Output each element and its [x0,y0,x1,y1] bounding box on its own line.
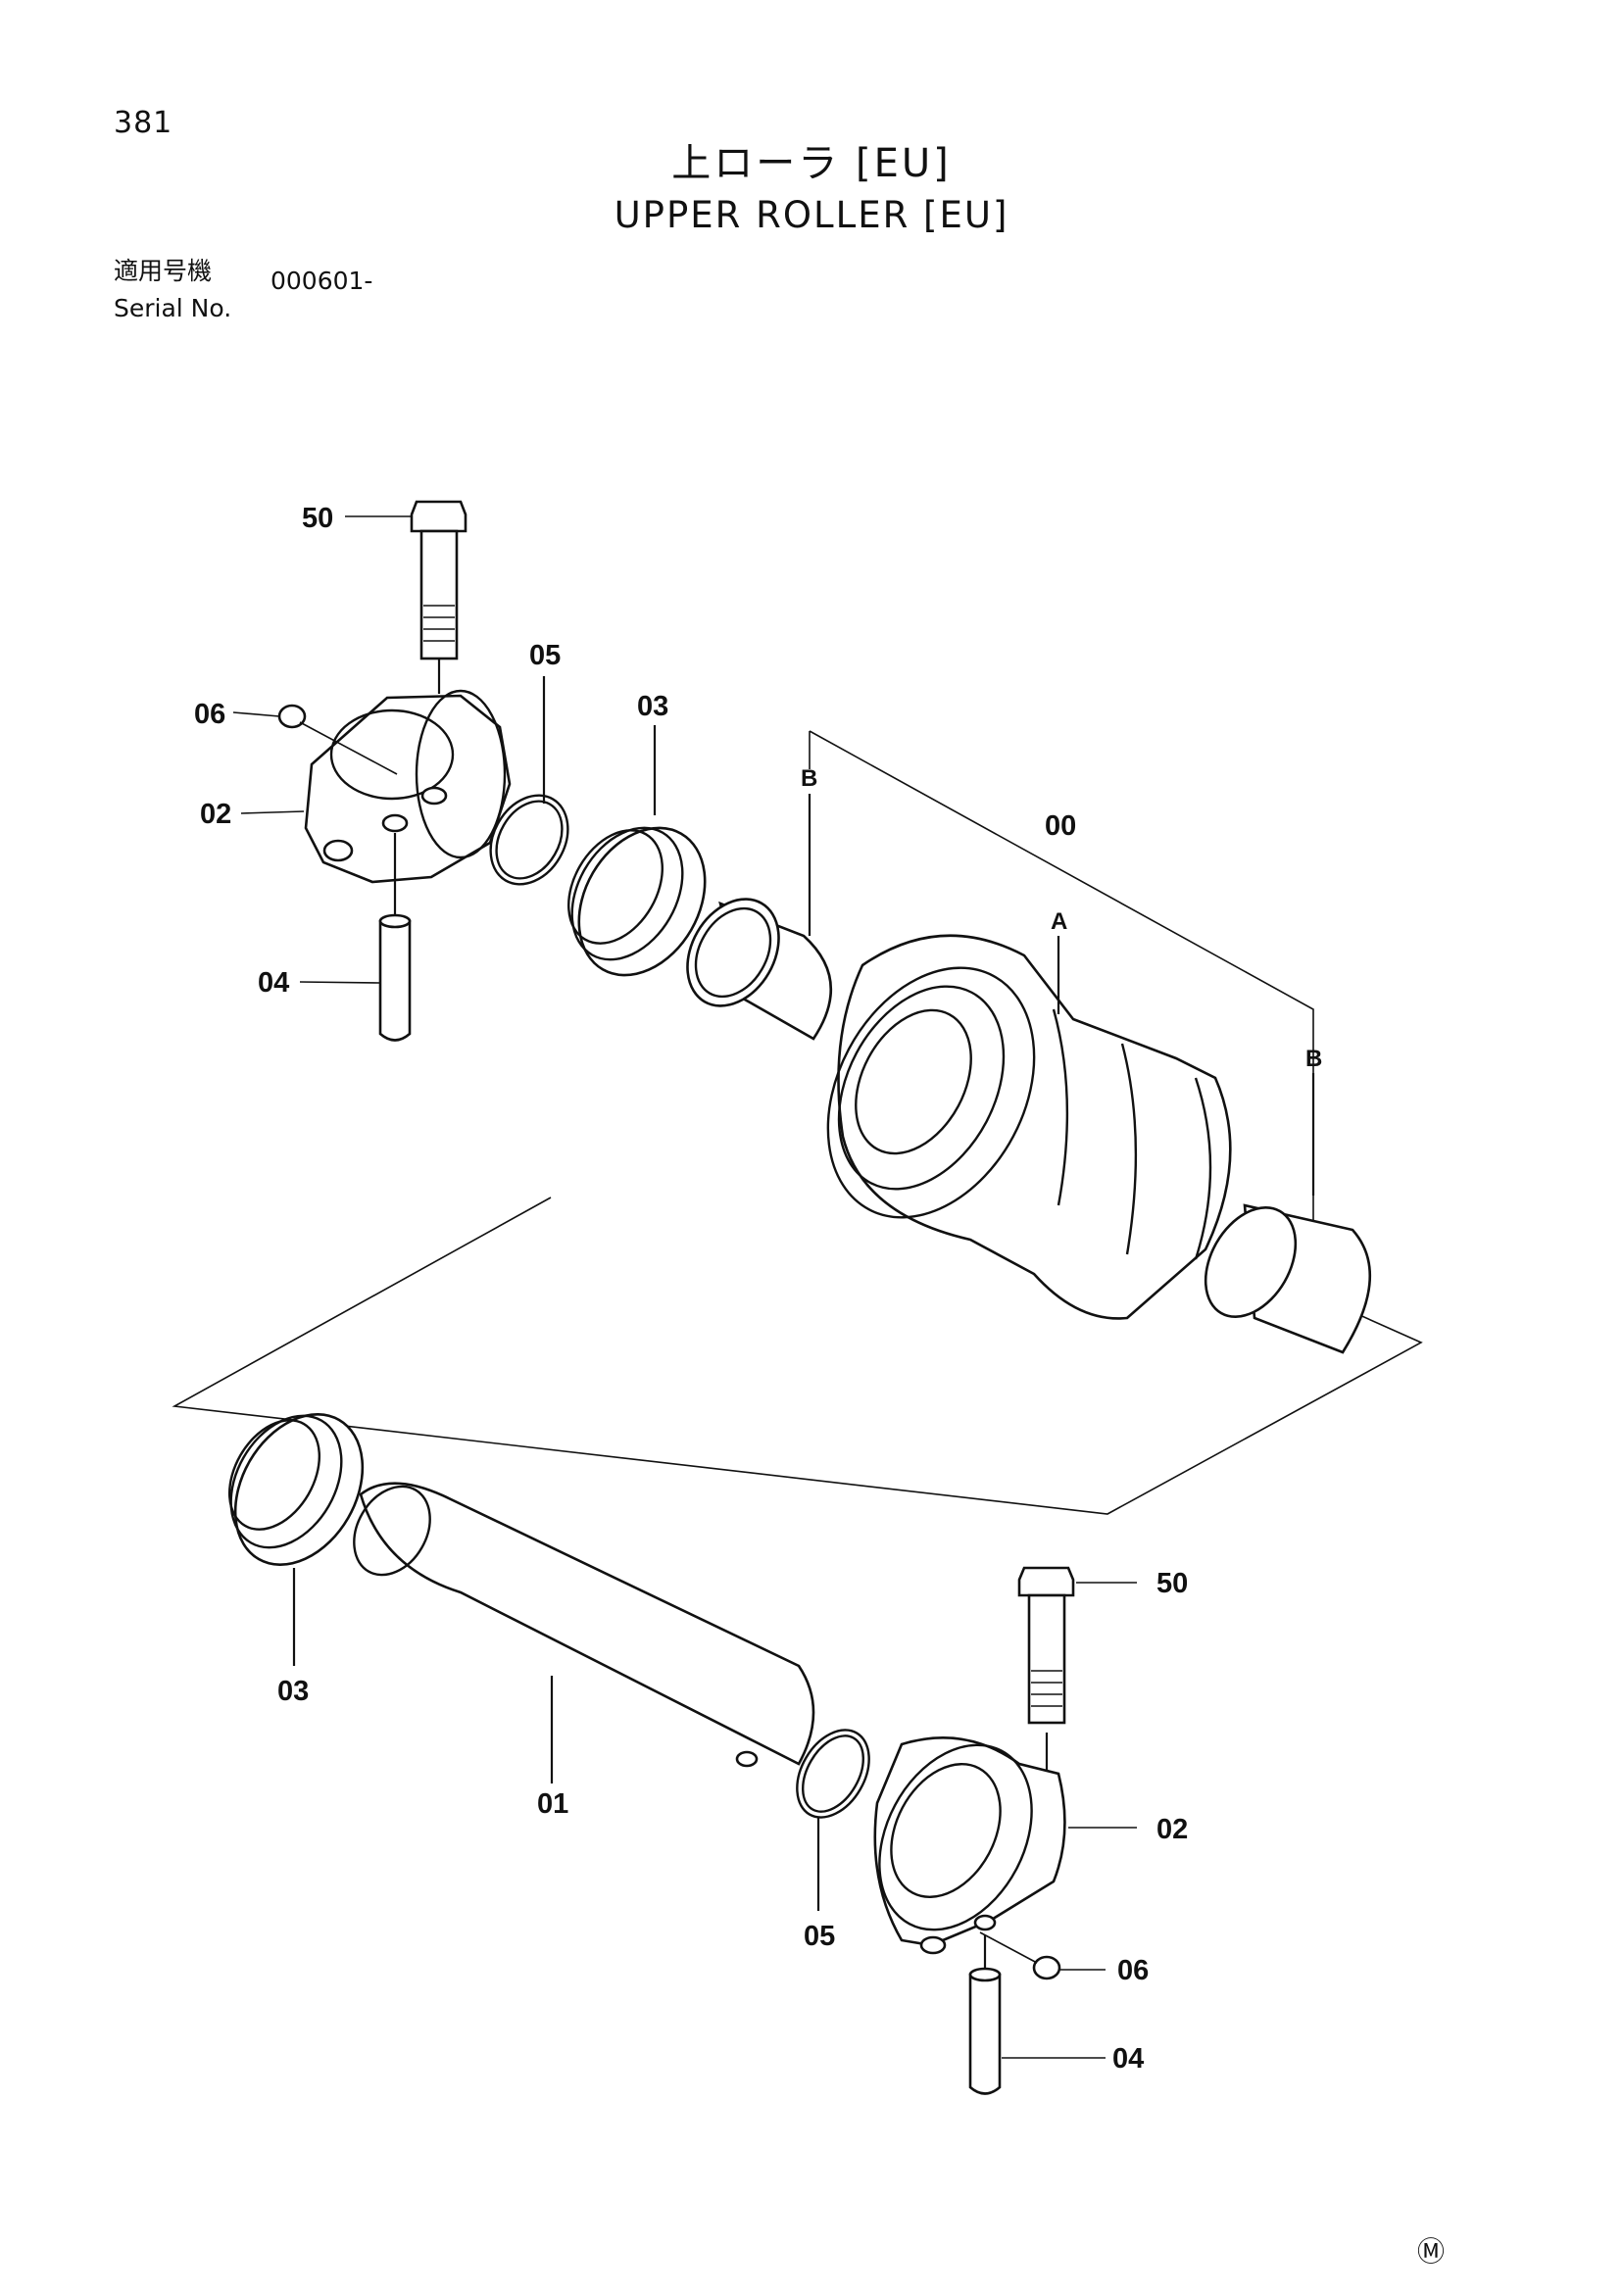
bracket-top-part [304,689,512,884]
callout-bushing-ref-right: B [1305,1046,1322,1072]
seal-bottom-part [227,1412,365,1666]
oring-bottom-part [796,1729,870,1911]
seal-top-part [567,725,707,977]
bracket-bottom-part [873,1736,1066,1955]
bolt-top-part [410,500,467,694]
callout-bracket-bottom: 02 [1156,1814,1188,1845]
bushing-top-part [686,794,833,1041]
callout-pin-top: 04 [258,967,289,999]
callout-oring-bottom: 05 [804,1921,835,1952]
callout-bolt-top: 50 [302,503,333,534]
plug-bottom-part [979,1931,1061,1980]
roller-assembly-part [826,934,1232,1320]
callout-oring-top: 05 [529,640,561,671]
serial-label-english: Serial No. [114,294,232,322]
pin-top-part [378,833,412,1042]
page-title-english: UPPER ROLLER [EU] [614,194,1009,236]
title-block: 上ローラ [EU] UPPER ROLLER [EU] [0,137,1623,241]
serial-label-japanese: 適用号機 [114,257,213,285]
bolt-bottom-part [1017,1566,1075,1779]
callout-pin-bottom: 04 [1112,2043,1144,2075]
serial-number-value: 000601- [270,267,373,295]
leader-bracket-top [240,810,305,814]
bushing-bottom-part [1204,1073,1372,1354]
shaft-part [353,1482,815,1783]
callout-roller-ref: A [1051,908,1067,935]
shaft-reference-frame [172,1197,1423,1515]
callout-shaft: 01 [537,1788,568,1820]
callout-bushing-ref-left: B [801,765,817,792]
page-number: 381 [114,106,173,140]
leader-pin-top [299,981,381,984]
callout-plug-bottom: 06 [1117,1955,1149,1986]
callout-seal-top: 03 [637,691,668,722]
callout-bolt-bottom: 50 [1156,1568,1188,1599]
corner-mark: Ⓜ [1417,2235,1446,2268]
callout-bracket-top: 02 [200,799,231,830]
callout-plug-top: 06 [194,699,225,730]
callout-roller-assembly: 00 [1045,810,1076,842]
leader-plug-top [232,711,280,717]
serial-label-block: 適用号機 Serial No. [114,253,231,327]
pin-bottom-part [968,1935,1002,2095]
oring-top-part [489,676,569,886]
callout-seal-bottom: 03 [277,1676,309,1707]
page-title-japanese: 上ローラ [EU] [671,141,952,186]
